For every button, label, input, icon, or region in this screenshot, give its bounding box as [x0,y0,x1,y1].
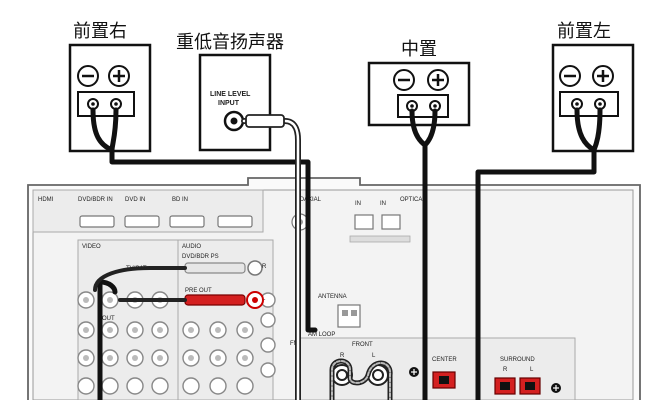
red-rca-plug-icon [184,294,246,306]
front-terminal-label: FRONT [352,342,373,348]
line-level-label: LINE LEVEL [210,91,251,98]
dvd-bd-in-label: DVD/BDR IN [78,197,113,203]
hdmi-port-icon [169,215,205,228]
dvd-in-label: DVD IN [125,197,145,203]
am-loop-label: AM LOOP [308,332,335,338]
video-label: VIDEO [82,244,101,250]
input-label: INPUT [218,100,240,107]
center-terminal-label: CENTER [432,357,457,363]
audio-label: AUDIO [182,244,201,250]
surround-l-label: L [530,367,534,373]
center-speaker [367,61,471,127]
optical-in1-label: IN [355,201,361,207]
hdmi-port-icon [79,215,115,228]
front-l-label: L [372,353,376,359]
front-left-speaker [551,43,635,153]
front-right-label: 前置右 [73,21,127,42]
center-label: 中置 [401,39,437,60]
hdmi-port-icon [124,215,160,228]
pre-out-label: PRE OUT [185,288,212,294]
rca-plug-icon [245,114,285,128]
surround-speaker-terminals [494,377,561,395]
optical-port-icon [381,214,401,230]
dvd-bdr-ps-label: DVD/BDR PS [182,254,219,260]
front-right-speaker [68,43,152,153]
surround-terminal-label: SURROUND [500,357,535,363]
optical-label: OPTICAL [400,197,426,203]
surround-r-label: R [503,367,508,373]
antenna-label: ANTENNA [318,294,347,300]
white-rca-plug-icon [184,262,246,274]
hdmi-port-icon [217,215,253,228]
bd-in-label: BD IN [172,197,188,203]
audio-l-label: L [262,296,266,302]
center-speaker-terminal [432,371,456,389]
speaker-cables [90,107,603,400]
subwoofer-box: LINE LEVEL INPUT [198,53,272,152]
hdmi-label: HDMI [38,197,54,203]
audio-r-label: R [262,264,267,270]
optical-port-icon [354,214,374,230]
front-r-label: R [340,353,345,359]
video-out-label: OUT [102,316,115,322]
front-left-label: 前置左 [557,21,611,42]
subwoofer-label: 重低音扬声器 [176,32,284,53]
receiver-back-panel: HDMI DVD/BDR IN DVD IN BD IN COAXIAL OPT… [27,177,641,400]
optical-in2-label: IN [380,201,386,207]
